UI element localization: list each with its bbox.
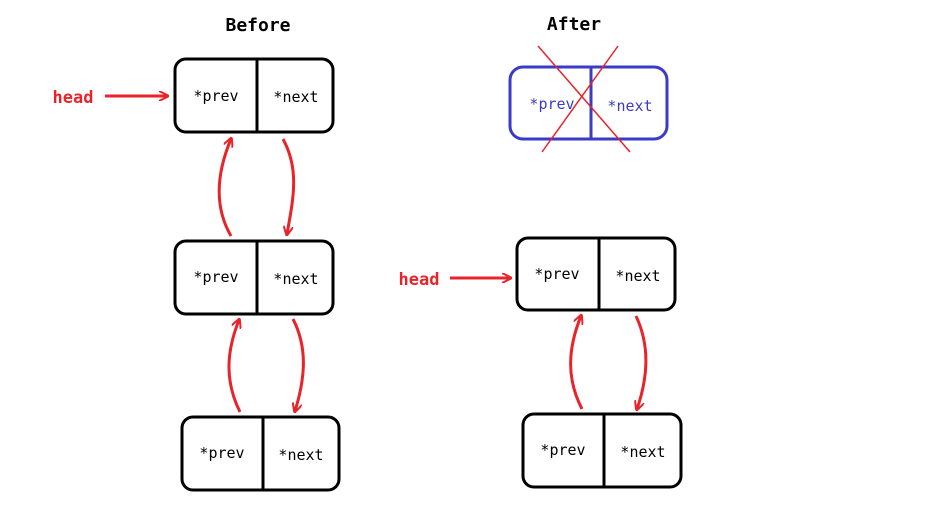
- after-prev-arrow: [569, 316, 582, 410]
- next-field: *next: [615, 267, 660, 285]
- prev-field: *prev: [529, 95, 574, 113]
- delete-cross: [537, 45, 631, 153]
- after-next-arrow: [636, 315, 648, 409]
- next-field: *next: [278, 446, 323, 464]
- deleted-node: *prev *next: [508, 65, 669, 141]
- after-node-1: *prev *next: [515, 236, 677, 312]
- prev-field: *prev: [193, 87, 238, 105]
- prev-field: *prev: [534, 265, 579, 283]
- before-node-2: *prev *next: [173, 239, 335, 316]
- next-field: *next: [607, 97, 652, 115]
- before-node-3: *prev *next: [180, 415, 341, 492]
- prev-field: *prev: [540, 441, 585, 459]
- after-head-label: head: [399, 270, 440, 290]
- after-node-2: *prev *next: [521, 412, 683, 489]
- before-next-arrow-2: [293, 318, 305, 411]
- prev-field: *prev: [193, 268, 238, 286]
- next-field: *next: [273, 88, 318, 106]
- next-field: *next: [273, 270, 318, 288]
- before-node-1: *prev *next: [173, 57, 335, 134]
- next-field: *next: [620, 443, 665, 461]
- before-head-label: head: [53, 88, 94, 108]
- after-title: After: [547, 14, 601, 35]
- before-next-arrow-1: [281, 138, 296, 234]
- prev-field: *prev: [199, 444, 244, 462]
- before-title: Before: [225, 15, 290, 36]
- before-prev-arrow-2: [227, 320, 240, 413]
- before-prev-arrow-1: [217, 139, 231, 237]
